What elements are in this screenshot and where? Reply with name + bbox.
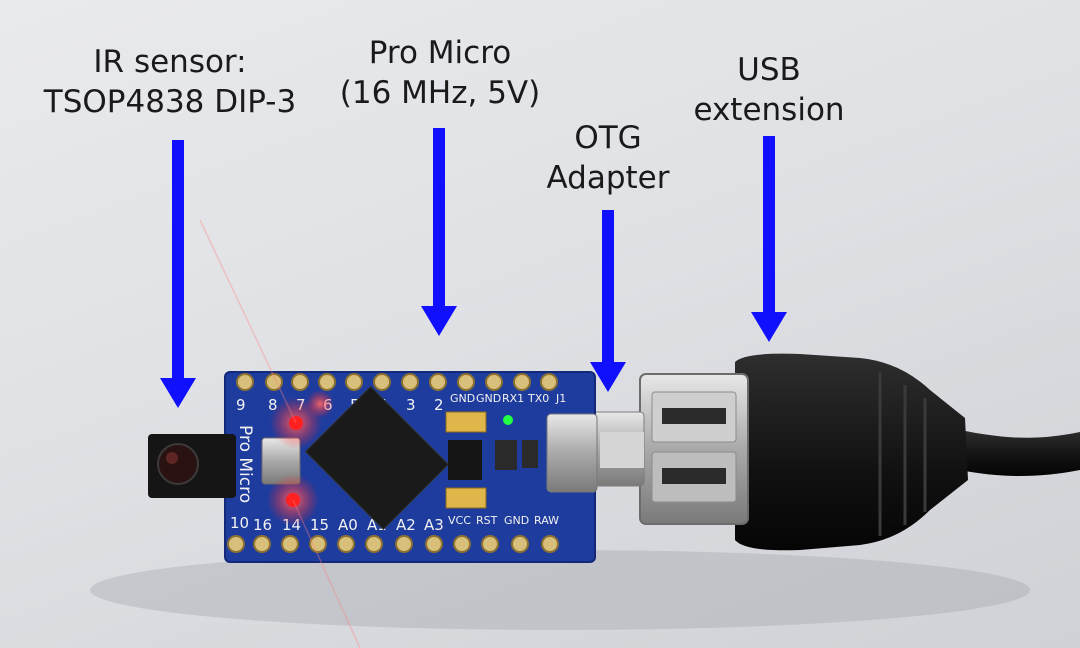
smd-component (495, 440, 517, 470)
tantalum-capacitor-bottom (445, 487, 487, 509)
tantalum-capacitor-top (445, 411, 487, 433)
bottom-pin-row (227, 535, 559, 553)
top-pin-label: RX1 (502, 392, 524, 405)
pro-micro-label: Pro Micro (16 MHz, 5V) (300, 33, 580, 113)
side-pin-label-10: 10 (230, 514, 249, 532)
top-pin-label: GND (476, 392, 501, 405)
bottom-pin-label: VCC (448, 514, 471, 527)
top-pin-label: GND (450, 392, 475, 405)
usb-cable (960, 430, 1080, 476)
top-pin-label: 2 (434, 396, 444, 414)
otg-label-line1: OTG (574, 120, 642, 156)
otg-adapter-label: OTG Adapter (520, 118, 696, 198)
ir-label-line2: TSOP4838 DIP-3 (43, 84, 297, 120)
top-pin-label: 3 (406, 396, 416, 414)
usb-a-tongue-2 (662, 468, 726, 484)
green-led (503, 415, 513, 425)
voltage-regulator (448, 440, 482, 480)
board-shadow (90, 550, 1030, 630)
top-pin-label: 8 (268, 396, 278, 414)
top-pin-label: TX0 (527, 392, 549, 405)
bottom-pin-label: 16 (253, 516, 272, 534)
ir-label-line1: IR sensor: (93, 44, 247, 80)
arrow-otg-adapter (590, 210, 626, 392)
pro-label-line1: Pro Micro (368, 35, 512, 71)
otg-label-line2: Adapter (546, 160, 670, 196)
usb-extension-ridges (878, 372, 927, 536)
bottom-pin-label: A2 (396, 516, 416, 534)
usb-label-line1: USB (737, 52, 801, 88)
arrow-ir-sensor (160, 140, 196, 408)
usb-extension-label: USB extension (660, 50, 878, 130)
arrow-pro-micro (421, 128, 457, 336)
bottom-pin-label: A3 (424, 516, 444, 534)
light-flare (292, 499, 361, 648)
usb-extension-housing (735, 353, 968, 551)
bottom-pin-label: RST (476, 514, 498, 527)
red-led-top (289, 416, 303, 430)
red-led-bottom (286, 493, 300, 507)
ir-sensor-label: IR sensor: TSOP4838 DIP-3 (20, 42, 320, 122)
top-pin-row (236, 373, 558, 391)
side-pin-label-9: 9 (236, 396, 246, 414)
board-name-text: Pro Micro (235, 425, 255, 503)
pro-label-line2: (16 MHz, 5V) (339, 75, 541, 111)
usb-label-line2: extension (693, 92, 845, 128)
bottom-pin-label: A0 (338, 516, 358, 534)
micro-usb-socket (546, 413, 598, 493)
led-glow-top-small (306, 390, 334, 418)
arrow-usb-extension (751, 136, 787, 342)
usb-a-tongue (662, 408, 726, 424)
ir-sensor-lens-highlight (166, 452, 178, 464)
top-pin-label: J1 (555, 392, 566, 405)
microcontroller-chip (304, 385, 450, 531)
bottom-pin-label: 15 (310, 516, 329, 534)
light-flare (199, 219, 297, 424)
otg-adapter-neck (600, 432, 644, 468)
ir-sensor-lens (157, 443, 199, 485)
bottom-pin-label: GND (504, 514, 529, 527)
smd-component (522, 440, 538, 468)
bottom-pin-label: RAW (534, 514, 559, 527)
